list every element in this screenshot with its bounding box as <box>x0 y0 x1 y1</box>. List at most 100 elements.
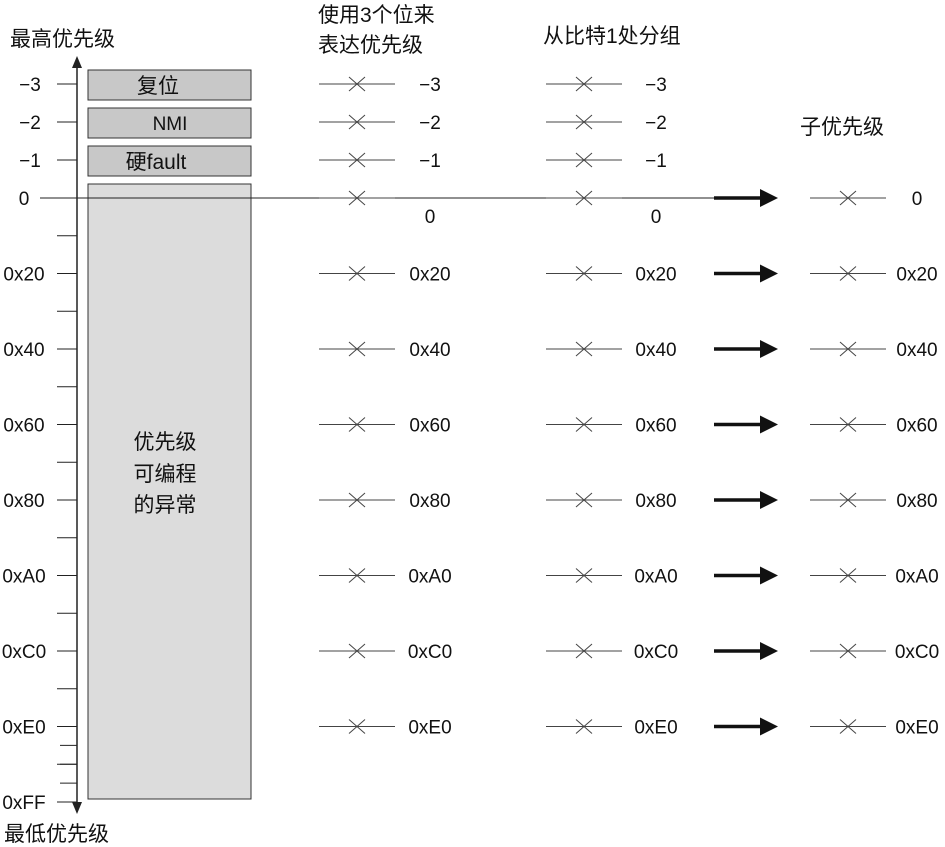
three-bit-column: −3 −2 −1 0 0x20 0x40 0x60 0x80 0xA0 0xC0 0xE0 <box>319 75 452 739</box>
three-bit-level-label: −3 <box>419 75 441 96</box>
three-bit-level-label: 0 <box>425 207 436 228</box>
group-arrow <box>714 264 778 283</box>
lowest-priority-label: 最低优先级 <box>4 823 109 846</box>
hardfault-box <box>87 145 252 177</box>
level-marker <box>319 76 395 92</box>
level-marker <box>319 643 395 659</box>
level-marker <box>546 492 622 508</box>
level-marker <box>810 266 886 281</box>
three-bit-level-label: −2 <box>419 113 441 134</box>
axis-tick-label: 0xC0 <box>2 642 46 663</box>
sub-priority-label: 0xC0 <box>895 642 939 663</box>
programmable-label-line2: 可编程 <box>134 463 197 486</box>
three-bit-header-line2: 表达优先级 <box>318 34 423 57</box>
level-marker <box>319 266 395 281</box>
group-arrow <box>714 415 778 434</box>
level-marker <box>546 417 622 432</box>
axis-tick-label: −1 <box>19 151 41 172</box>
level-marker <box>546 266 622 281</box>
axis-minor-ticks <box>57 235 77 784</box>
level-marker <box>546 719 622 734</box>
nmi-box <box>87 107 252 139</box>
axis-tick-label: 0x80 <box>3 491 44 512</box>
sub-priority-label: 0 <box>912 189 923 210</box>
programmable-label-line1: 优先级 <box>134 431 197 454</box>
level-marker <box>810 190 886 206</box>
level-marker <box>319 190 395 206</box>
level-marker <box>319 492 395 508</box>
axis-tick-label: −3 <box>19 75 41 96</box>
axis-tick-label: 0x20 <box>3 265 44 286</box>
split-level-label: 0xC0 <box>634 642 678 663</box>
three-bit-level-label: 0xA0 <box>408 567 451 588</box>
group-arrow <box>714 717 778 736</box>
nmi-label: NMI <box>153 114 188 135</box>
split-level-label: −2 <box>645 113 667 134</box>
sub-priority-label: 0xE0 <box>895 718 938 739</box>
three-bit-header-line1: 使用3个位来 <box>318 4 435 27</box>
level-marker <box>546 341 622 357</box>
programmable-exceptions-box <box>87 183 252 800</box>
level-marker <box>546 568 622 583</box>
split-level-label: 0xA0 <box>634 567 677 588</box>
split-level-label: 0x60 <box>635 416 676 437</box>
level-marker <box>546 190 622 206</box>
axis-tick-label: 0xFF <box>2 793 45 814</box>
level-marker <box>319 114 395 130</box>
sub-priority-label: 0x60 <box>896 416 937 437</box>
axis-tick-label: 0x40 <box>3 340 44 361</box>
group-arrow <box>714 189 778 207</box>
group-arrow <box>714 491 778 509</box>
split-level-label: 0xE0 <box>634 718 677 739</box>
three-bit-level-label: 0xC0 <box>408 642 452 663</box>
three-bit-level-label: 0x60 <box>409 416 450 437</box>
split-bit1-header: 从比特1处分组 <box>543 25 681 48</box>
sub-priority-label: 0x40 <box>896 340 937 361</box>
highest-priority-label: 最高优先级 <box>10 28 115 51</box>
level-marker <box>810 417 886 432</box>
three-bit-level-label: 0x20 <box>409 265 450 286</box>
sub-priority-label: 0x20 <box>896 265 937 286</box>
split-level-label: −1 <box>645 151 667 172</box>
programmable-label-line3: 的异常 <box>134 494 197 517</box>
three-bit-level-label: −1 <box>419 151 441 172</box>
reset-box <box>87 69 252 101</box>
level-marker <box>810 492 886 508</box>
axis-arrow-down <box>72 802 82 814</box>
level-marker <box>810 341 886 357</box>
three-bit-level-label: 0x80 <box>409 491 450 512</box>
axis-tick-label: 0 <box>19 189 30 210</box>
split-level-label: 0 <box>651 207 662 228</box>
axis-tick-label: 0x60 <box>3 416 44 437</box>
level-marker <box>810 568 886 583</box>
group-arrow <box>714 340 778 358</box>
level-marker <box>546 76 622 92</box>
level-marker <box>319 568 395 583</box>
sub-priority-label: 0xA0 <box>895 567 938 588</box>
sub-priority-column: 0 0x20 0x40 0x60 0x80 0xA0 0xC0 0xE0 <box>810 189 939 739</box>
level-marker <box>546 643 622 659</box>
level-marker <box>810 719 886 734</box>
three-bit-level-label: 0xE0 <box>408 718 451 739</box>
split-level-label: 0x80 <box>635 491 676 512</box>
split-level-label: −3 <box>645 75 667 96</box>
level-marker <box>319 417 395 432</box>
split-level-label: 0x40 <box>635 340 676 361</box>
three-bit-level-label: 0x40 <box>409 340 450 361</box>
axis-tick-label: 0xA0 <box>2 567 45 588</box>
sub-priority-header: 子优先级 <box>800 116 884 139</box>
split-level-label: 0x20 <box>635 265 676 286</box>
level-marker <box>319 719 395 734</box>
level-marker <box>319 152 395 168</box>
level-marker <box>546 152 622 168</box>
group-arrows <box>714 189 778 736</box>
axis-arrow-up <box>72 56 82 68</box>
axis-tick-label: 0xE0 <box>2 718 45 739</box>
level-marker <box>546 114 622 130</box>
sub-priority-label: 0x80 <box>896 491 937 512</box>
group-arrow <box>714 642 778 660</box>
split-bit1-column: −3 −2 −1 0 0x20 0x40 0x60 0x80 0xA0 0xC0 0xE0 <box>546 75 678 739</box>
level-marker <box>319 341 395 357</box>
